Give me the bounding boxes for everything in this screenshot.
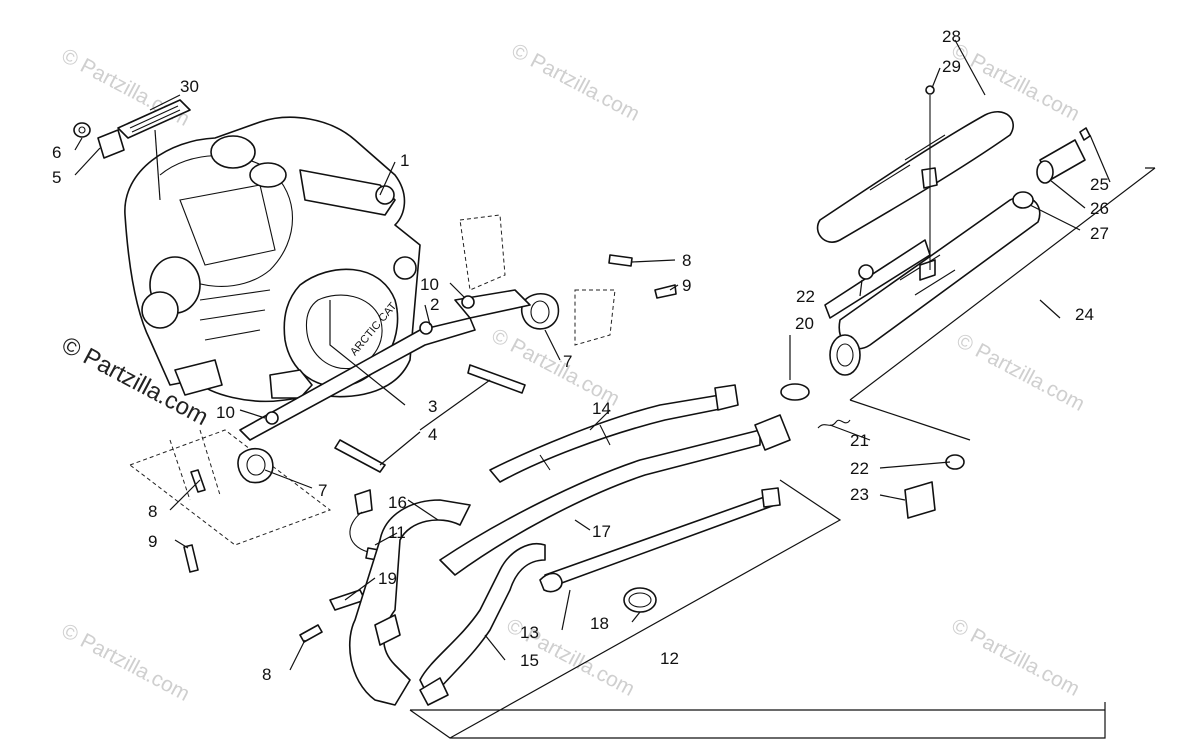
callout-3: 3 [428, 397, 437, 416]
watermark: © Partzilla.com [58, 619, 194, 706]
muffler-hardware [780, 383, 965, 519]
callout-19: 19 [378, 569, 397, 588]
callout-14: 14 [592, 399, 611, 418]
engine-assembly: ARCTIC CAT [124, 116, 421, 403]
watermark: © Partzilla.com [948, 614, 1084, 701]
callout-13: 13 [520, 623, 539, 642]
watermark: © Partzilla.com [508, 39, 644, 126]
callout-21: 21 [850, 431, 869, 450]
callout-8: 8 [148, 502, 157, 521]
pipe-heat-shield [489, 384, 739, 483]
callout-8: 8 [682, 251, 691, 270]
callout-10: 10 [420, 275, 439, 294]
callout-18: 18 [590, 614, 609, 633]
callout-1: 1 [400, 151, 409, 170]
callout-9: 9 [148, 532, 157, 551]
mid-pipe-assembly [439, 414, 791, 593]
callout-27: 27 [1090, 224, 1109, 243]
spacer-part [73, 122, 125, 159]
engine-bracket [239, 317, 526, 473]
callout-7: 7 [563, 352, 572, 371]
spark-arrestor [1012, 127, 1091, 209]
exhaust-clamp [623, 587, 657, 613]
callout-5: 5 [52, 168, 61, 187]
callout-labels: 1 2 3 4 5 6 7 7 8 8 8 9 9 10 10 11 12 13… [52, 27, 1109, 684]
exhaust-flange [454, 214, 616, 346]
callout-25: 25 [1090, 175, 1109, 194]
callout-17: 17 [592, 522, 611, 541]
callout-4: 4 [428, 425, 437, 444]
callout-23: 23 [850, 485, 869, 504]
callout-30: 30 [180, 77, 199, 96]
head-pipe-assembly [349, 499, 546, 706]
callout-15: 15 [520, 651, 539, 670]
callout-6: 6 [52, 143, 61, 162]
watermark: © Partzilla.com [948, 39, 1084, 126]
callout-7: 7 [318, 481, 327, 500]
callout-22: 22 [796, 287, 815, 306]
callout-leaders [74, 39, 1111, 671]
callout-28: 28 [942, 27, 961, 46]
callout-10: 10 [216, 403, 235, 422]
callout-11: 11 [388, 523, 406, 542]
decal-label-part [117, 99, 191, 201]
callout-26: 26 [1090, 199, 1109, 218]
callout-24: 24 [1075, 305, 1094, 324]
callout-29: 29 [942, 57, 961, 76]
fastener-set [183, 254, 677, 643]
callout-22: 22 [850, 459, 869, 478]
callout-20: 20 [795, 314, 814, 333]
callout-2: 2 [430, 295, 439, 314]
callout-16: 16 [388, 493, 407, 512]
callout-9: 9 [682, 276, 691, 295]
callout-12: 12 [660, 649, 679, 668]
callout-8: 8 [262, 665, 271, 684]
watermark: © Partzilla.com [953, 329, 1089, 416]
muffler-heat-shield [816, 85, 1014, 270]
lower-heat-shield [128, 429, 332, 546]
group-outlines [409, 167, 1156, 739]
